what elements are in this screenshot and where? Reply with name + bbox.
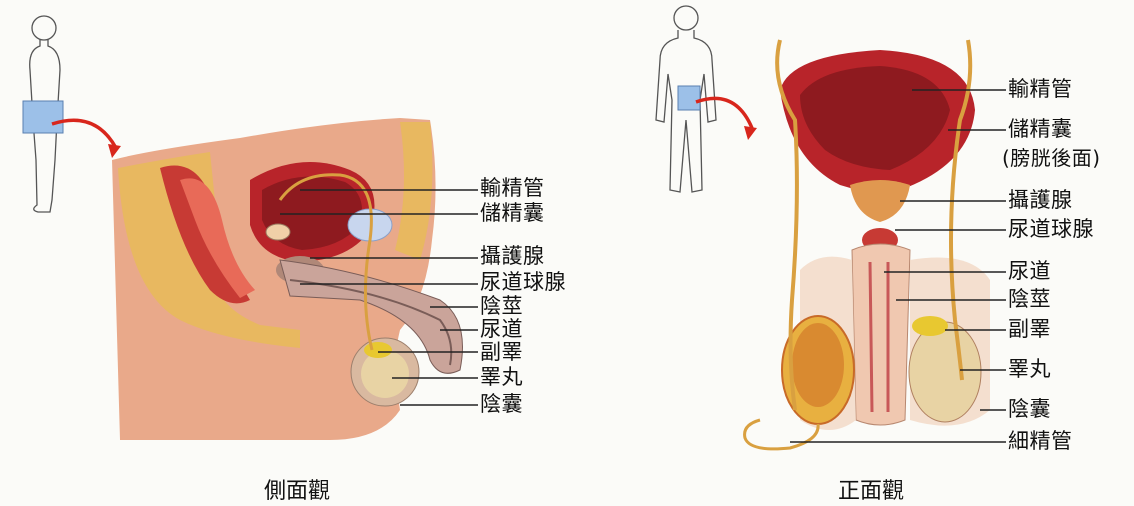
side-label-epididymis: 副睪 [480, 342, 523, 363]
front-label-prostate: 攝護腺 [1008, 190, 1073, 211]
side-label-seminal-vesicle: 儲精囊 [480, 203, 545, 224]
side-arrow-head [108, 144, 121, 158]
front-region-highlight [678, 86, 700, 110]
side-label-vas-deferens: 輸精管 [480, 178, 545, 199]
front-label-epididymis: 副睪 [1008, 319, 1051, 340]
front-view-caption: 正面觀 [838, 481, 904, 503]
side-region-highlight [23, 101, 63, 133]
front-label-urethra: 尿道 [1008, 261, 1051, 282]
side-label-penis: 陰莖 [480, 296, 523, 317]
front-anatomy-illustration [745, 40, 990, 449]
front-arrow-head [744, 126, 757, 140]
side-label-testis: 睪丸 [480, 367, 523, 388]
side-label-urethra: 尿道 [480, 319, 523, 340]
front-label-testis: 睪丸 [1008, 359, 1051, 380]
side-view-caption: 側面觀 [264, 481, 330, 503]
front-label-penis: 陰莖 [1008, 289, 1051, 310]
front-label-bulbourethral-gland: 尿道球腺 [1008, 219, 1094, 240]
front-label-behind-bladder-note: (膀胱後面) [1002, 148, 1101, 168]
side-anatomy-illustration [112, 118, 463, 440]
front-label-vas-deferens: 輸精管 [1008, 79, 1073, 100]
side-label-bulbourethral-gland: 尿道球腺 [480, 272, 566, 293]
front-label-seminal-vesicle: 儲精囊 [1008, 119, 1073, 140]
front-label-scrotum: 陰囊 [1008, 399, 1051, 420]
side-label-scrotum: 陰囊 [480, 394, 523, 415]
side-label-prostate: 攝護腺 [480, 246, 545, 267]
front-pointer-arrow [696, 98, 752, 128]
front-label-seminiferous-tubule: 細精管 [1008, 431, 1073, 452]
